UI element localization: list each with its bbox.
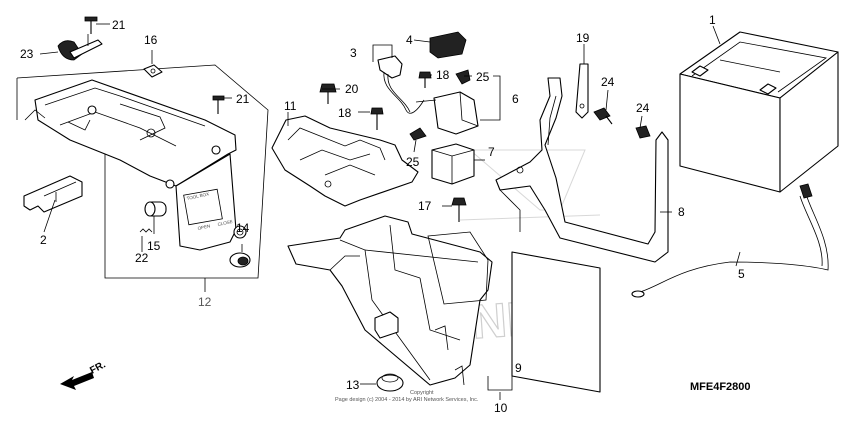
svg-text:OPEN: OPEN bbox=[197, 223, 211, 231]
callout-3: 3 bbox=[350, 46, 357, 60]
relay-6-part bbox=[415, 91, 479, 135]
grommet-14-part bbox=[229, 252, 251, 268]
bolt-24-upper bbox=[593, 107, 613, 125]
callout-21a: 21 bbox=[112, 18, 126, 32]
callout-19: 19 bbox=[576, 31, 590, 45]
bolt-17-part bbox=[451, 197, 467, 222]
cover-markings: TOOL BOX OPEN CLOSE bbox=[186, 191, 233, 231]
cable-3-part bbox=[377, 55, 425, 114]
callout-22: 22 bbox=[135, 251, 149, 265]
callout-15: 15 bbox=[147, 239, 161, 253]
spring-22-part bbox=[139, 228, 153, 233]
copyright-line-1: Copyright bbox=[410, 390, 434, 396]
callout-11: 11 bbox=[284, 99, 297, 113]
holder-2-part bbox=[23, 175, 83, 213]
callout-4: 4 bbox=[406, 33, 413, 47]
callout-labels: 1 2 3 4 5 6 7 8 9 10 11 12 13 14 15 16 1… bbox=[20, 13, 745, 415]
battery-1-part bbox=[679, 31, 839, 193]
callout-14: 14 bbox=[236, 221, 250, 235]
callout-23: 23 bbox=[20, 47, 34, 61]
grommet-23-part bbox=[57, 34, 103, 61]
callout-1: 1 bbox=[709, 13, 716, 27]
callout-18a: 18 bbox=[436, 68, 450, 82]
cable-5-part bbox=[631, 183, 829, 298]
bolt-18-upper bbox=[418, 71, 432, 88]
clip-25-lower bbox=[409, 127, 427, 141]
battery-cover-part bbox=[24, 79, 247, 251]
screw-21-lower bbox=[212, 95, 225, 114]
leader-lines bbox=[39, 23, 741, 400]
cover-7-part bbox=[431, 143, 475, 185]
callout-24b: 24 bbox=[636, 101, 650, 115]
tray-11-part bbox=[271, 115, 419, 207]
diagram-code: MFE4F2800 bbox=[690, 381, 751, 393]
screw-21-upper bbox=[84, 16, 98, 34]
callout-7: 7 bbox=[488, 145, 495, 159]
bracket-8-part bbox=[495, 77, 669, 263]
nut-16-part bbox=[143, 64, 163, 78]
callout-18b: 18 bbox=[338, 106, 352, 120]
callout-2: 2 bbox=[40, 233, 47, 247]
direction-label: FR. bbox=[88, 359, 108, 376]
callout-12: 12 bbox=[198, 295, 212, 309]
svg-text:TOOL BOX: TOOL BOX bbox=[186, 191, 209, 201]
callout-10: 10 bbox=[494, 401, 508, 415]
callout-6: 6 bbox=[512, 92, 519, 106]
strap-19-part bbox=[575, 63, 589, 119]
callout-9: 9 bbox=[515, 361, 522, 375]
callout-5: 5 bbox=[738, 267, 745, 281]
battery-box-10-part bbox=[287, 215, 493, 386]
front-direction-arrow: FR. bbox=[60, 359, 108, 390]
clip-25-upper bbox=[455, 69, 471, 85]
callout-8: 8 bbox=[678, 205, 685, 219]
bolt-18-lower bbox=[370, 107, 384, 130]
knob-15-part bbox=[144, 201, 167, 217]
callout-20: 20 bbox=[345, 82, 359, 96]
sheet-9-part bbox=[427, 231, 601, 393]
callout-13: 13 bbox=[346, 378, 360, 392]
group-12-outline bbox=[16, 64, 269, 292]
bolt-24-lower bbox=[635, 125, 651, 139]
callout-24a: 24 bbox=[601, 75, 615, 89]
svg-text:CLOSE: CLOSE bbox=[217, 219, 233, 227]
cover-4-part bbox=[429, 31, 467, 59]
grommet-13-part bbox=[376, 373, 404, 392]
callout-21b: 21 bbox=[236, 92, 250, 106]
callout-17: 17 bbox=[418, 199, 432, 213]
callout-16: 16 bbox=[144, 33, 158, 47]
bolt-20-part bbox=[319, 83, 337, 104]
callout-25a: 25 bbox=[476, 70, 490, 84]
copyright-line-2: Page design (c) 2004 - 2014 by ARI Netwo… bbox=[335, 397, 479, 403]
callout-25b: 25 bbox=[406, 155, 420, 169]
